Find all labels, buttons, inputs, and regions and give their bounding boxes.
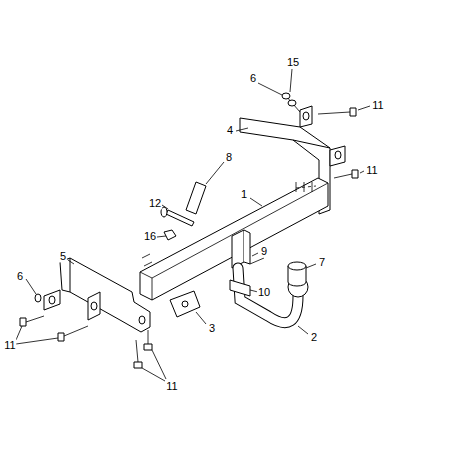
callout-number: 11 — [371, 99, 384, 112]
ball-cap — [288, 262, 306, 286]
callout-number: 6 — [249, 72, 257, 85]
callout-number: 4 — [226, 124, 234, 137]
callout-number: 1 — [240, 188, 248, 201]
callout-number: 11 — [365, 164, 378, 177]
cross-beam — [140, 178, 328, 300]
callout-number: 11 — [165, 380, 178, 393]
callout-number: 15 — [286, 56, 300, 69]
left-bracket — [44, 258, 150, 332]
callout-number: 5 — [59, 250, 67, 263]
callout-number: 7 — [318, 256, 326, 269]
callout-number: 8 — [225, 151, 233, 164]
callout-number: 10 — [257, 286, 271, 299]
sleeve-bolt — [161, 182, 206, 240]
callout-number: 3 — [208, 322, 216, 335]
mounting-plate — [170, 291, 200, 317]
callout-number: 16 — [143, 230, 157, 243]
bolts — [20, 93, 358, 368]
callout-number: 6 — [16, 270, 24, 283]
callout-number: 9 — [260, 245, 268, 258]
leader-lines — [16, 69, 370, 381]
callout-number: 2 — [310, 331, 318, 344]
callout-number: 12 — [148, 197, 162, 210]
callout-number: 11 — [3, 339, 16, 352]
